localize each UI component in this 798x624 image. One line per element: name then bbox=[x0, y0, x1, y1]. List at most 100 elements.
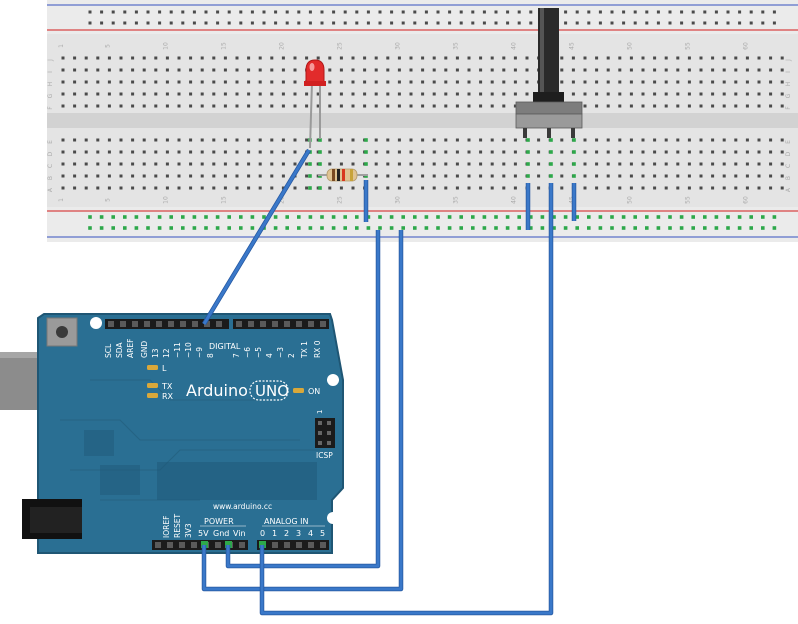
breadboard-hole[interactable] bbox=[235, 150, 239, 154]
breadboard-hole[interactable] bbox=[339, 104, 343, 108]
rail-hole[interactable] bbox=[471, 10, 475, 14]
breadboard-hole[interactable] bbox=[722, 92, 726, 96]
breadboard-hole[interactable] bbox=[618, 68, 622, 72]
breadboard-hole[interactable] bbox=[212, 68, 216, 72]
breadboard-hole[interactable] bbox=[200, 56, 204, 60]
breadboard-hole[interactable] bbox=[119, 92, 123, 96]
breadboard-hole[interactable] bbox=[722, 186, 726, 190]
breadboard-hole[interactable] bbox=[142, 150, 146, 154]
rail-hole[interactable] bbox=[111, 10, 115, 14]
breadboard-hole[interactable] bbox=[223, 162, 227, 166]
breadboard-hole[interactable] bbox=[629, 92, 633, 96]
breadboard-hole[interactable] bbox=[305, 186, 309, 190]
breadboard-hole[interactable] bbox=[455, 68, 459, 72]
breadboard-hole[interactable] bbox=[351, 68, 355, 72]
breadboard-hole[interactable] bbox=[61, 174, 65, 178]
breadboard-hole[interactable] bbox=[780, 104, 784, 108]
breadboard-hole[interactable] bbox=[328, 138, 332, 142]
breadboard-hole[interactable] bbox=[571, 68, 575, 72]
breadboard-hole[interactable] bbox=[223, 80, 227, 84]
breadboard-hole[interactable] bbox=[455, 104, 459, 108]
breadboard-hole[interactable] bbox=[513, 138, 517, 142]
breadboard-hole[interactable] bbox=[780, 56, 784, 60]
breadboard-hole[interactable] bbox=[247, 56, 251, 60]
rail-hole[interactable] bbox=[355, 21, 359, 25]
breadboard-hole[interactable] bbox=[281, 138, 285, 142]
breadboard-hole[interactable] bbox=[177, 150, 181, 154]
breadboard-hole[interactable] bbox=[386, 162, 390, 166]
rail-hole[interactable] bbox=[494, 10, 498, 14]
breadboard-hole[interactable] bbox=[606, 104, 610, 108]
breadboard-hole[interactable] bbox=[629, 80, 633, 84]
breadboard-hole[interactable] bbox=[479, 138, 483, 142]
breadboard-hole[interactable] bbox=[444, 92, 448, 96]
breadboard-hole[interactable] bbox=[235, 162, 239, 166]
breadboard-hole[interactable] bbox=[560, 80, 564, 84]
breadboard-hole[interactable] bbox=[119, 138, 123, 142]
breadboard-hole[interactable] bbox=[270, 68, 274, 72]
breadboard-hole[interactable] bbox=[653, 150, 657, 154]
rail-hole[interactable] bbox=[216, 10, 220, 14]
breadboard-hole[interactable] bbox=[641, 174, 645, 178]
breadboard-hole[interactable] bbox=[73, 104, 77, 108]
breadboard-hole[interactable] bbox=[328, 80, 332, 84]
breadboard-hole[interactable] bbox=[421, 104, 425, 108]
rail-hole[interactable] bbox=[761, 21, 765, 25]
breadboard-hole[interactable] bbox=[107, 138, 111, 142]
breadboard-hole[interactable] bbox=[676, 56, 680, 60]
breadboard-hole[interactable] bbox=[653, 92, 657, 96]
breadboard-hole[interactable] bbox=[467, 162, 471, 166]
breadboard-hole[interactable] bbox=[769, 174, 773, 178]
breadboard-hole[interactable] bbox=[734, 80, 738, 84]
breadboard-hole[interactable] bbox=[537, 138, 541, 142]
breadboard-hole[interactable] bbox=[84, 56, 88, 60]
breadboard-hole[interactable] bbox=[281, 92, 285, 96]
breadboard-hole[interactable] bbox=[537, 174, 541, 178]
breadboard-hole[interactable] bbox=[629, 150, 633, 154]
breadboard-hole[interactable] bbox=[479, 92, 483, 96]
breadboard-hole[interactable] bbox=[84, 162, 88, 166]
breadboard-hole[interactable] bbox=[212, 186, 216, 190]
breadboard-hole[interactable] bbox=[560, 174, 564, 178]
rail-hole[interactable] bbox=[633, 10, 637, 14]
rail-hole[interactable] bbox=[146, 10, 150, 14]
breadboard-hole[interactable] bbox=[61, 80, 65, 84]
rail-hole[interactable] bbox=[216, 21, 220, 25]
breadboard-hole[interactable] bbox=[490, 138, 494, 142]
breadboard-hole[interactable] bbox=[200, 186, 204, 190]
rail-hole[interactable] bbox=[366, 21, 370, 25]
rail-hole[interactable] bbox=[656, 10, 660, 14]
rail-hole[interactable] bbox=[506, 10, 510, 14]
breadboard-hole[interactable] bbox=[664, 174, 668, 178]
breadboard-hole[interactable] bbox=[142, 174, 146, 178]
breadboard-hole[interactable] bbox=[154, 56, 158, 60]
breadboard-hole[interactable] bbox=[745, 138, 749, 142]
breadboard-hole[interactable] bbox=[223, 186, 227, 190]
breadboard-hole[interactable] bbox=[595, 138, 599, 142]
breadboard-hole[interactable] bbox=[223, 56, 227, 60]
breadboard-hole[interactable] bbox=[293, 186, 297, 190]
breadboard-hole[interactable] bbox=[641, 150, 645, 154]
breadboard-hole[interactable] bbox=[583, 138, 587, 142]
breadboard-hole[interactable] bbox=[769, 104, 773, 108]
breadboard-hole[interactable] bbox=[212, 80, 216, 84]
breadboard-hole[interactable] bbox=[386, 138, 390, 142]
breadboard-hole[interactable] bbox=[664, 92, 668, 96]
breadboard-hole[interactable] bbox=[455, 80, 459, 84]
breadboard-hole[interactable] bbox=[525, 68, 529, 72]
breadboard-hole[interactable] bbox=[177, 162, 181, 166]
breadboard-hole[interactable] bbox=[653, 138, 657, 142]
rail-hole[interactable] bbox=[703, 21, 707, 25]
rail-hole[interactable] bbox=[598, 10, 602, 14]
rail-hole[interactable] bbox=[587, 21, 591, 25]
breadboard-hole[interactable] bbox=[119, 150, 123, 154]
breadboard-hole[interactable] bbox=[467, 80, 471, 84]
breadboard-hole[interactable] bbox=[421, 186, 425, 190]
breadboard-hole[interactable] bbox=[96, 150, 100, 154]
breadboard-hole[interactable] bbox=[583, 162, 587, 166]
breadboard-hole[interactable] bbox=[200, 92, 204, 96]
rail-hole[interactable] bbox=[436, 10, 440, 14]
breadboard-hole[interactable] bbox=[165, 138, 169, 142]
breadboard-hole[interactable] bbox=[606, 92, 610, 96]
breadboard-hole[interactable] bbox=[769, 150, 773, 154]
